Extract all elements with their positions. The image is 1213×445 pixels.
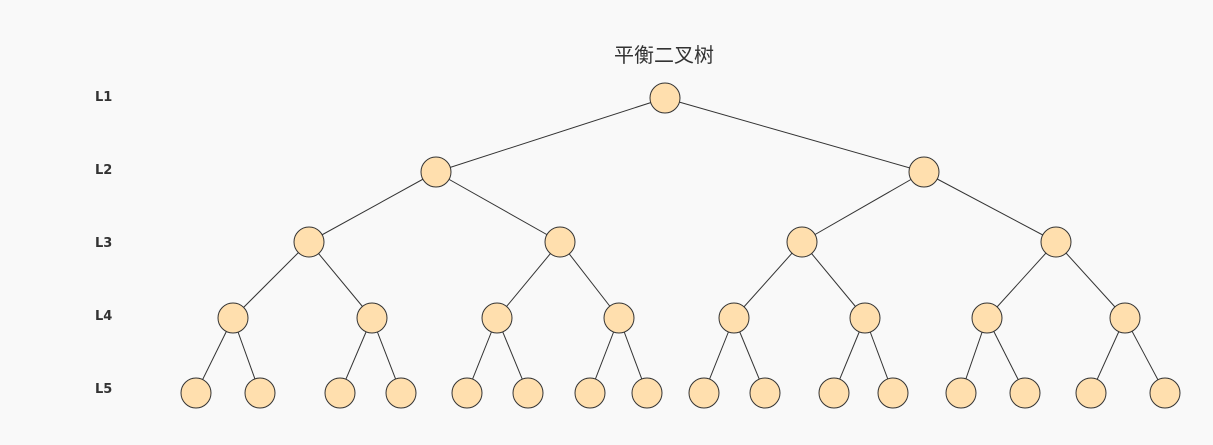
tree-edge-l2-2-right <box>923 171 1057 243</box>
tree-edge-l2-1-left <box>308 171 437 243</box>
tree-node-l5-6 <box>512 377 544 409</box>
tree-edge-l3-4-right <box>1055 241 1126 319</box>
tree-node-l2-1 <box>420 156 452 188</box>
tree-edge-l3-1-right <box>308 241 373 319</box>
tree-node-l3-1 <box>293 226 325 258</box>
tree-node-l5-11 <box>818 377 850 409</box>
tree-edge-l3-4-left <box>986 241 1057 319</box>
tree-node-l5-4 <box>385 377 417 409</box>
tree-node-l5-13 <box>945 377 977 409</box>
tree-node-l2-2 <box>908 156 940 188</box>
diagram-title: 平衡二叉树 <box>614 43 714 67</box>
tree-node-l5-14 <box>1009 377 1041 409</box>
tree-edges <box>195 97 1166 394</box>
level-label-l1: L1 <box>95 90 112 105</box>
tree-node-l4-8 <box>1109 302 1141 334</box>
level-label-l3: L3 <box>95 236 112 251</box>
tree-node-l1-1 <box>649 82 681 114</box>
tree-node-l3-2 <box>544 226 576 258</box>
level-label-l5: L5 <box>95 382 112 397</box>
tree-node-l4-6 <box>849 302 881 334</box>
tree-node-l4-5 <box>718 302 750 334</box>
tree-node-l5-9 <box>688 377 720 409</box>
tree-edge-l2-2-left <box>801 171 925 243</box>
tree-edge-l1-1-right <box>664 97 925 173</box>
tree-edge-l3-2-left <box>496 241 561 319</box>
tree-node-l5-10 <box>749 377 781 409</box>
tree-node-l5-16 <box>1149 377 1181 409</box>
tree-node-l5-3 <box>324 377 356 409</box>
tree-node-l4-7 <box>971 302 1003 334</box>
tree-edge-l3-3-left <box>733 241 803 319</box>
tree-node-l5-15 <box>1075 377 1107 409</box>
tree-node-l3-4 <box>1040 226 1072 258</box>
tree-node-l4-1 <box>217 302 249 334</box>
tree-node-l5-12 <box>877 377 909 409</box>
level-label-l2: L2 <box>95 163 112 178</box>
tree-nodes <box>180 82 1181 409</box>
tree-node-l3-3 <box>786 226 818 258</box>
tree-node-l4-3 <box>481 302 513 334</box>
tree-edge-l2-1-right <box>435 171 561 243</box>
tree-node-l5-5 <box>451 377 483 409</box>
level-label-l4: L4 <box>95 309 112 324</box>
tree-node-l5-1 <box>180 377 212 409</box>
tree-edge-l3-1-left <box>232 241 310 319</box>
tree-edge-l3-2-right <box>559 241 620 319</box>
tree-node-l5-8 <box>631 377 663 409</box>
tree-edge-l1-1-left <box>435 97 666 173</box>
tree-node-l5-2 <box>244 377 276 409</box>
tree-node-l5-7 <box>574 377 606 409</box>
tree-edge-l3-3-right <box>801 241 866 319</box>
tree-node-l4-4 <box>603 302 635 334</box>
tree-node-l4-2 <box>356 302 388 334</box>
